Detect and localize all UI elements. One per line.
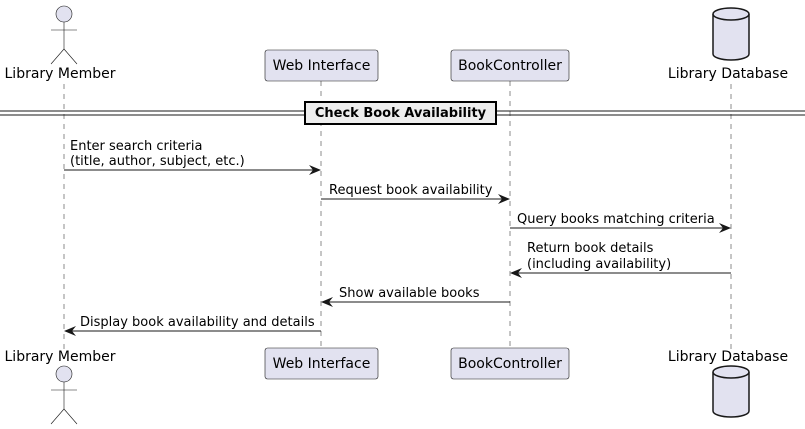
message-show-available-books: Show available books — [321, 286, 510, 307]
message-label: Show available books — [339, 286, 480, 301]
participant-book-controller-bottom: BookController — [450, 347, 570, 380]
database-icon — [712, 365, 750, 418]
message-request-book-availability: Request book availability — [321, 183, 510, 204]
message-query-books: Query books matching criteria — [510, 212, 731, 233]
message-label-line-1: Return book details — [527, 241, 654, 256]
actor-library-member-bottom: Library Member — [5, 349, 116, 425]
participant-label: Web Interface — [273, 356, 371, 372]
participant-label: BookController — [458, 356, 562, 372]
arrowhead-icon — [510, 268, 522, 278]
participant-book-controller-top: BookController — [450, 49, 570, 82]
participant-label: BookController — [458, 58, 562, 74]
message-enter-search-criteria: Enter search criteria (title, author, su… — [64, 139, 321, 175]
actor-label: Library Member — [5, 66, 116, 82]
actor-label: Library Member — [5, 349, 116, 365]
participant-label: Web Interface — [273, 58, 371, 74]
arrowhead-icon — [498, 194, 510, 204]
database-label: Library Database — [668, 66, 788, 82]
participant-web-interface-bottom: Web Interface — [264, 347, 379, 380]
message-label: Query books matching criteria — [517, 212, 715, 227]
separator: Check Book Availability — [0, 101, 805, 125]
database-library-database-top: Library Database — [668, 7, 788, 82]
message-display-book-availability: Display book availability and details — [64, 315, 321, 336]
actor-icon — [50, 5, 78, 65]
arrowhead-icon — [321, 297, 333, 307]
database-library-database-bottom: Library Database — [668, 349, 788, 418]
actor-icon — [50, 365, 78, 425]
database-icon — [712, 7, 750, 61]
message-return-book-details: Return book details (including availabil… — [510, 241, 731, 278]
arrowhead-icon — [64, 326, 76, 336]
actor-library-member-top: Library Member — [5, 5, 116, 82]
message-label-line-2: (title, author, subject, etc.) — [70, 154, 245, 169]
separator-label: Check Book Availability — [315, 106, 487, 121]
message-label: Display book availability and details — [80, 315, 315, 330]
database-label: Library Database — [668, 349, 788, 365]
arrowhead-icon — [309, 165, 321, 175]
message-label-line-2: (including availability) — [527, 257, 671, 272]
message-label: Request book availability — [329, 183, 493, 198]
participant-web-interface-top: Web Interface — [264, 49, 379, 82]
arrowhead-icon — [719, 223, 731, 233]
message-label-line-1: Enter search criteria — [70, 139, 202, 154]
